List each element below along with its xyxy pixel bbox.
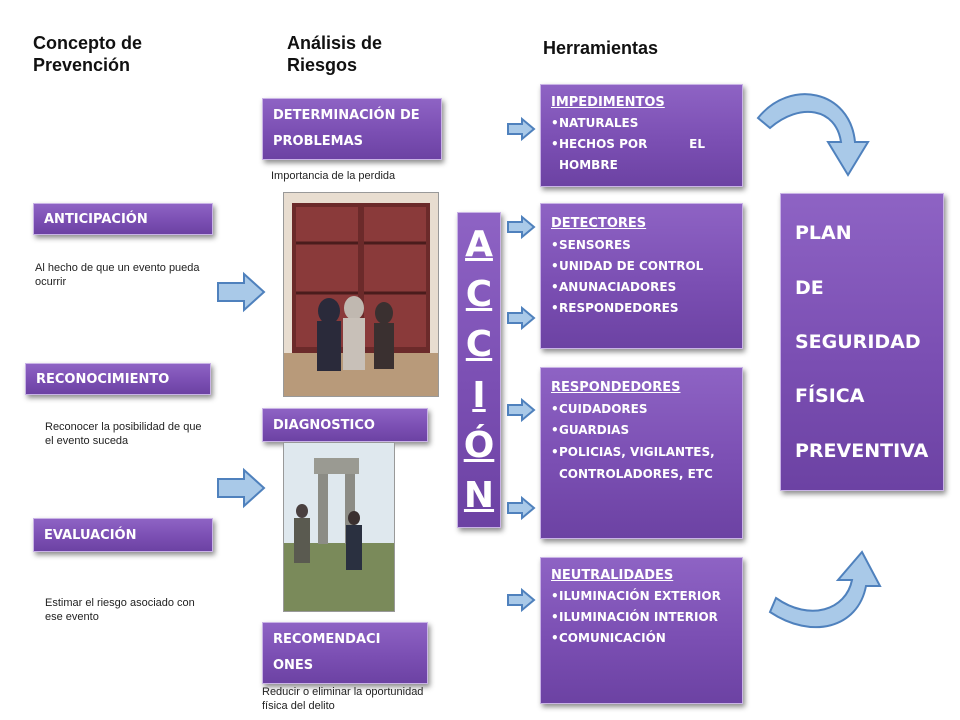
concept-reconocimiento: RECONOCIMIENTO: [25, 363, 211, 395]
accion-letter: C: [465, 273, 493, 315]
concept-evaluacion: EVALUACIÓN: [33, 518, 213, 552]
concept-anticipacion: ANTICIPACIÓN: [33, 203, 213, 235]
tool-detectores: DETECTORES SENSORES UNIDAD DE CONTROL AN…: [540, 203, 743, 349]
tool-item: HECHOS POR EL HOMBRE: [551, 134, 732, 176]
arrow-right-icon: [507, 497, 535, 519]
plan-line: DE: [795, 276, 824, 299]
tool-impedimentos: IMPEDIMENTOS NATURALES HECHOS POR EL HOM…: [540, 84, 743, 187]
analysis-diagnostico: DIAGNOSTICO: [262, 408, 428, 442]
tool-item: NATURALES: [551, 113, 732, 134]
curved-arrow-top-icon: [756, 93, 870, 177]
tool-item: GUARDIAS: [551, 420, 732, 441]
plan-line: SEGURIDAD: [795, 330, 921, 353]
accion-box: A C C I Ó N: [457, 212, 501, 528]
photo-doors-illustration: [284, 193, 438, 396]
tool-item: ILUMINACIÓN INTERIOR: [551, 607, 732, 628]
plan-line: FÍSICA: [795, 385, 865, 408]
tool-item: UNIDAD DE CONTROL: [551, 256, 732, 277]
tool-title: DETECTORES: [551, 216, 647, 231]
plan-line: PLAN: [795, 222, 852, 245]
tool-neutralidades: NEUTRALIDADES ILUMINACIÓN EXTERIOR ILUMI…: [540, 557, 743, 704]
tool-respondedores: RESPONDEDORES CUIDADORES GUARDIAS POLICI…: [540, 367, 743, 539]
arrow-right-icon: [507, 118, 535, 140]
tool-item: ANUNACIADORES: [551, 277, 732, 298]
arrow-right-icon: [507, 216, 535, 238]
tool-title: IMPEDIMENTOS: [551, 95, 665, 110]
tool-item: POLICIAS, VIGILANTES, CONTROLADORES, ETC: [551, 441, 732, 485]
arrow-right-icon: [217, 469, 265, 507]
accion-letter: I: [472, 374, 486, 416]
arrow-right-icon: [507, 589, 535, 611]
tool-title: RESPONDEDORES: [551, 380, 681, 395]
arrow-right-icon: [507, 307, 535, 329]
analysis-determinacion-caption: Importancia de la perdida: [271, 170, 396, 182]
header-analisis: Análisis de Riesgos: [287, 33, 383, 75]
photo-doors: [283, 192, 439, 397]
accion-letter: A: [465, 223, 493, 265]
concept-anticipacion-desc: Al hecho de que un evento pueda ocurrir: [35, 262, 200, 288]
analysis-recomendaciones: RECOMENDACI ONES: [262, 622, 428, 684]
concept-reconocimiento-desc: Reconocer la posibilidad de que el event…: [45, 421, 202, 447]
accion-letter: C: [465, 324, 493, 366]
arrow-right-icon: [507, 399, 535, 421]
accion-letter: Ó: [463, 424, 495, 466]
tool-item: SENSORES: [551, 235, 732, 256]
analysis-determinacion: DETERMINACIÓN DE PROBLEMAS: [262, 98, 442, 160]
header-herramientas: Herramientas: [543, 38, 659, 58]
tool-item: RESPONDEDORES: [551, 298, 732, 319]
analysis-recomendaciones-caption: Reducir o eliminar la oportunidad física…: [262, 686, 424, 712]
accion-letter: N: [463, 475, 495, 517]
plan-box: PLAN DE SEGURIDAD FÍSICA PREVENTIVA: [780, 193, 944, 491]
tool-item: CUIDADORES: [551, 399, 732, 420]
tool-item: COMUNICACIÓN: [551, 628, 732, 649]
arrow-right-icon: [217, 273, 265, 311]
tool-title: NEUTRALIDADES: [551, 568, 674, 583]
plan-line: PREVENTIVA: [795, 439, 929, 462]
photo-field-illustration: [284, 443, 394, 611]
tool-item: ILUMINACIÓN EXTERIOR: [551, 586, 732, 607]
photo-field: [283, 442, 395, 612]
curved-arrow-bottom-icon: [768, 550, 882, 629]
concept-evaluacion-desc: Estimar el riesgo asociado con ese event…: [45, 597, 195, 623]
header-concepto: Concepto de Prevención: [33, 33, 143, 75]
